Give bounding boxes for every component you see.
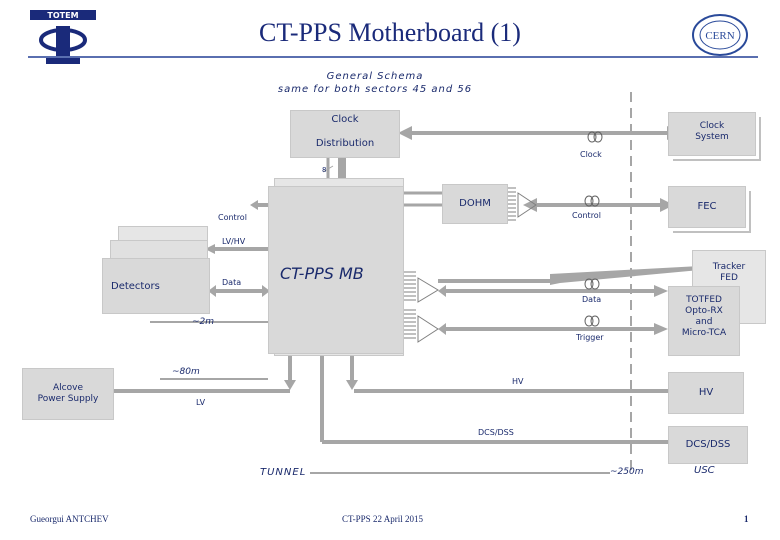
dist-80m-label: ~80m [172, 367, 200, 377]
data-detectors-arrow [208, 285, 270, 297]
bus-width-label: 8 [322, 166, 327, 174]
alcove-power-supply-box: Alcove Power Supply [22, 368, 114, 420]
ctpps-mb-box [268, 186, 404, 354]
tunnel-label: TUNNEL [260, 467, 307, 478]
tracker-fed-label: Tracker FED [700, 262, 758, 284]
trigger-link-label: Trigger [576, 333, 604, 342]
totfed-label-3: and [695, 317, 713, 327]
alcove-label-2: Power Supply [37, 394, 99, 404]
lvhv-label: LV/HV [222, 237, 246, 246]
footer-author: Gueorgui ANTCHEV [30, 514, 109, 524]
ctpps-mb-label: CT-PPS MB [280, 264, 364, 283]
tracker-fed-arrow-head [550, 266, 700, 285]
optical-coil-trigger [584, 315, 600, 327]
dist-250m-label: ~250m [610, 467, 644, 477]
totfed-label-4: Micro-TCA [681, 328, 727, 338]
mb-power-arrow-2 [346, 355, 358, 390]
lvhv-arrow [205, 244, 268, 254]
dcs-dss-line-label: DCS/DSS [478, 428, 514, 437]
optical-coil-data [584, 278, 600, 290]
control-fec-arrow [523, 198, 674, 212]
totfed-label: TOTFED Opto-RX and Micro-TCA [669, 295, 739, 339]
tracker-fed-label-2: FED [720, 273, 738, 283]
connector-trigger-1 [417, 315, 439, 343]
data-left-label: Data [222, 278, 242, 287]
clock-distribution-box: Clock Distribution [290, 110, 400, 158]
clock-bus-slash [322, 165, 334, 173]
trigger-arrow [438, 323, 668, 335]
alcove-label-1: Alcove [53, 383, 83, 393]
clock-distribution-label-top: Clock [331, 114, 359, 125]
dcs-dss-box-label: DCS/DSS [685, 439, 731, 450]
optical-coil-clock [587, 131, 603, 143]
control-left-arrow [250, 200, 268, 210]
title-divider [28, 56, 758, 58]
hv-box-label: HV [698, 387, 714, 398]
dohm-box: DOHM [442, 184, 508, 224]
clock-system-label: Clock System [669, 121, 755, 143]
hv-box: HV [668, 372, 744, 414]
totfed-label-2: Opto-RX [685, 306, 723, 316]
clock-system-box: Clock System [668, 112, 756, 156]
totem-logo: TOTEM [28, 8, 98, 70]
dist-2m-label: ~2m [192, 317, 215, 327]
dohm-label: DOHM [459, 198, 491, 209]
dcs-dss-box: DCS/DSS [668, 426, 748, 464]
clock-distribution-label-bottom: Distribution [315, 138, 375, 149]
subtitle-line-2: same for both sectors 45 and 56 [277, 84, 473, 95]
lv-line-label: LV [196, 398, 206, 407]
mb-connector-comb-left [402, 271, 416, 339]
detectors-label: Detectors [111, 281, 160, 292]
control-left-label: Control [218, 213, 247, 222]
usc-label: USC [694, 465, 715, 476]
alcove-label: Alcove Power Supply [23, 383, 113, 405]
clock-system-arrow [398, 126, 681, 140]
tracker-fed-arrow [438, 279, 550, 283]
clock-system-label-2: System [695, 132, 729, 142]
page-title: CT-PPS Motherboard (1) [259, 18, 521, 47]
clock-link-label: Clock [580, 150, 602, 159]
data-link-label: Data [582, 295, 602, 304]
clock-system-label-1: Clock [699, 121, 725, 131]
hv-line-label: HV [512, 377, 524, 386]
cern-logo-text: CERN [705, 30, 734, 42]
connector-dohm [517, 192, 537, 218]
footer-page-number: 1 [744, 514, 749, 524]
totfed-label-1: TOTFED [686, 295, 722, 305]
control-link-label: Control [572, 211, 601, 220]
footer-event: CT-PPS 22 April 2015 [342, 514, 423, 524]
subtitle-line-1: General Schema [326, 71, 424, 82]
fec-box: FEC [668, 186, 746, 228]
mb-power-arrow-1 [284, 355, 296, 390]
totfed-box: TOTFED Opto-RX and Micro-TCA [668, 286, 740, 356]
cern-logo: CERN [690, 12, 750, 58]
tracker-fed-label-1: Tracker [712, 262, 746, 272]
fec-label: FEC [697, 201, 717, 212]
connector-data-1 [417, 277, 439, 303]
optical-coil-control [584, 195, 600, 207]
diagram-subtitle: General Schema same for both sectors 45 … [260, 70, 490, 96]
detectors-box: Detectors [102, 258, 210, 314]
data-totfed-arrow [438, 285, 668, 297]
totem-logo-text: TOTEM [47, 11, 78, 20]
